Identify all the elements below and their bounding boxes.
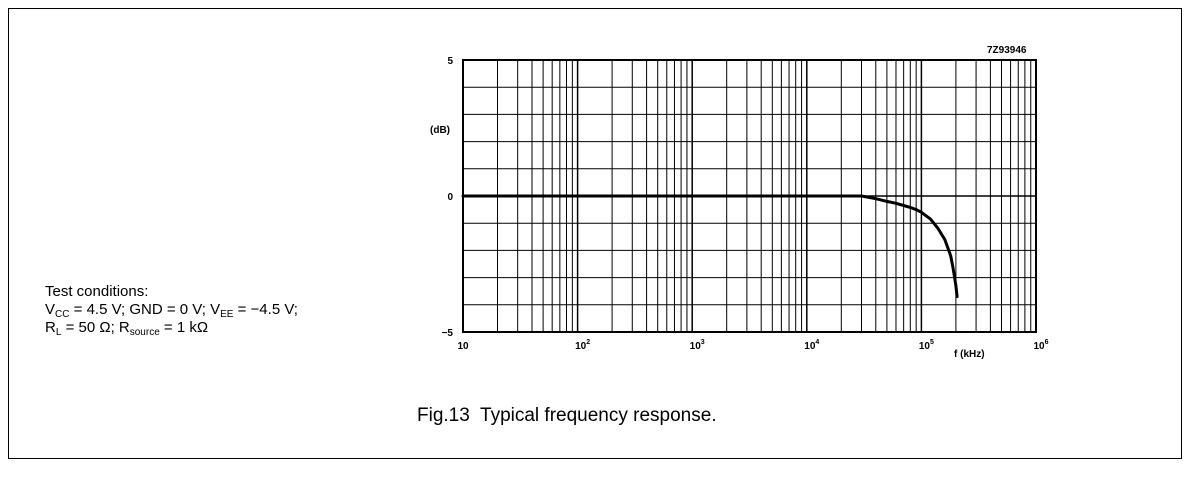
rs-value: = 1 kΩ: [159, 319, 209, 336]
rs-sub: source: [129, 327, 160, 338]
x-tick-label: 102: [575, 339, 590, 352]
vcc-value: = 4.5 V; GND = 0 V;: [69, 301, 211, 318]
rl-label: R: [45, 319, 56, 336]
y-tick-label: 5: [447, 56, 453, 67]
vee-sub: EE: [220, 309, 234, 320]
vcc-label: V: [45, 301, 56, 318]
y-tick-label: −5: [442, 328, 454, 339]
series-line: [461, 194, 959, 299]
x-tick-label: 104: [804, 339, 819, 352]
figure-caption: Fig.13 Typical frequency response.: [417, 405, 717, 426]
rl-value: = 50 Ω;: [61, 319, 119, 336]
test-conditions-title: Test conditions:: [45, 283, 149, 300]
x-tick-label: 106: [1033, 339, 1048, 352]
test-conditions: Test conditions: VCC = 4.5 V; GND = 0 V;…: [45, 283, 298, 338]
y-axis-label: (dB): [430, 125, 450, 136]
x-axis-label: f (kHz): [954, 349, 985, 360]
rl-sub: L: [55, 327, 62, 338]
y-tick-label: 0: [447, 192, 453, 203]
vee-label: V: [210, 301, 221, 318]
x-tick-label: 10: [457, 341, 469, 352]
vee-value: = −4.5 V;: [233, 301, 298, 318]
x-tick-label: 103: [690, 339, 705, 352]
vcc-sub: CC: [55, 309, 70, 320]
tick-labels: 5 0 −510 102 103 104 105 106: [442, 56, 1049, 352]
test-conditions-load: RL = 50 Ω; Rsource = 1 kΩ: [45, 319, 298, 338]
x-tick-label: 105: [919, 339, 934, 352]
figure-code: 7Z93946: [987, 45, 1027, 56]
test-conditions-supply: VCC = 4.5 V; GND = 0 V; VEE = −4.5 V;: [45, 301, 298, 320]
figure-frame: [8, 8, 1182, 459]
rs-label: R: [118, 319, 130, 336]
